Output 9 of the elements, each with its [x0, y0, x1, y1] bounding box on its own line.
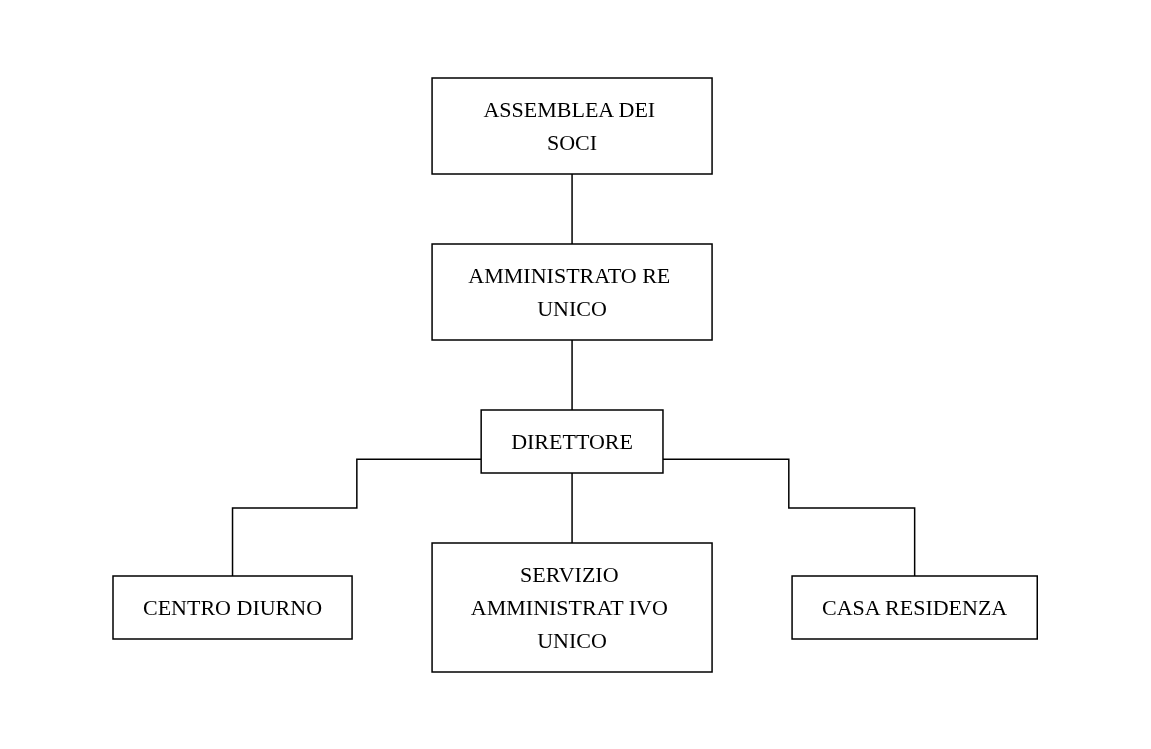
node-box: AMMINISTRATO RE UNICO [431, 242, 714, 341]
node-box: CENTRO DIURNO [112, 574, 354, 640]
connector [571, 172, 574, 245]
connector [571, 338, 574, 411]
node-box: CASA RESIDENZA [791, 574, 1039, 640]
node-box: ASSEMBLEA DEI SOCI [431, 76, 714, 175]
node-box: SERVIZIO AMMINISTRAT IVO UNICO [431, 541, 714, 673]
node-box: DIRETTORE [480, 408, 665, 474]
connector [571, 471, 574, 544]
